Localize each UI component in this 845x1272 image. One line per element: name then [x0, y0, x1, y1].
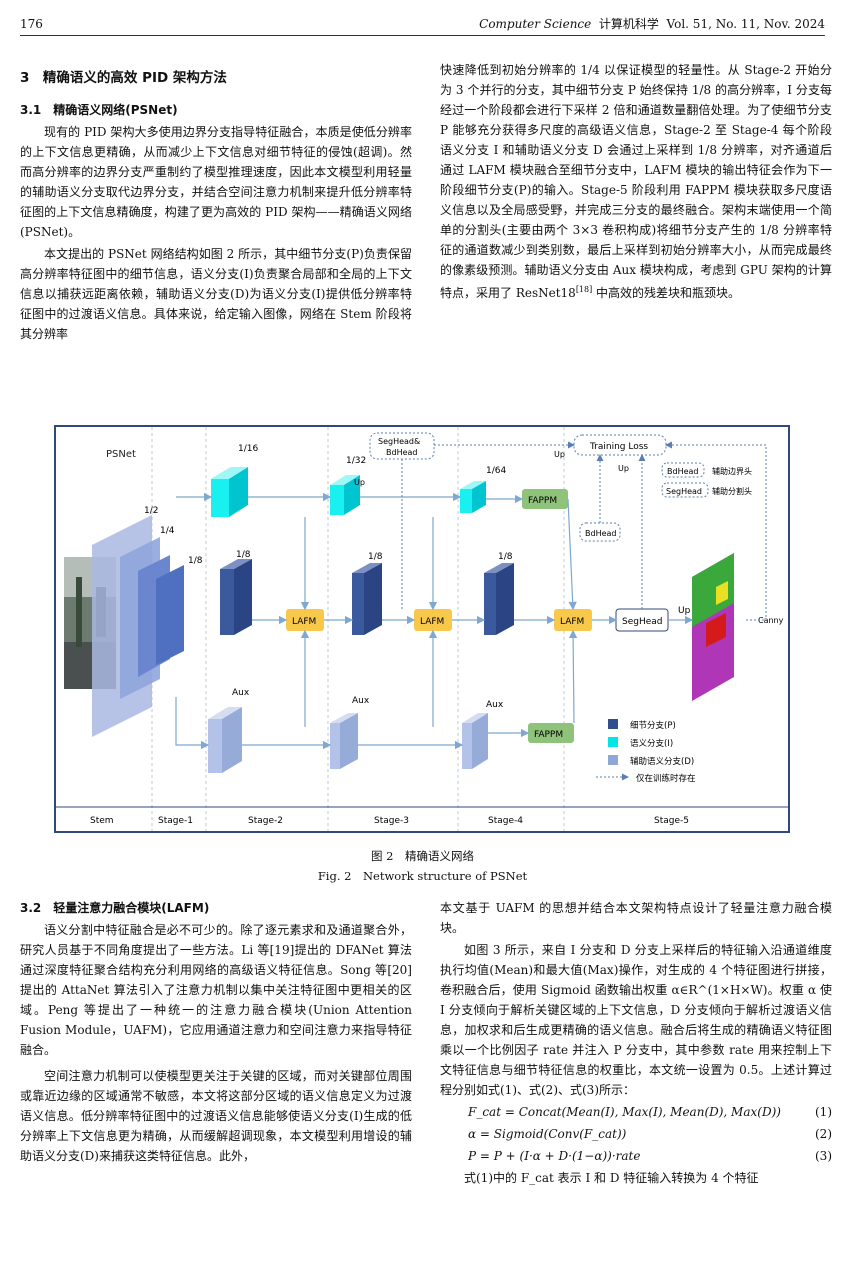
seghead-label: SegHead [622, 617, 663, 627]
up-label: Up [554, 450, 565, 459]
legend-swatch-semantic [608, 737, 618, 747]
seghead-bdhead-label: SegHead& [378, 437, 420, 446]
res-label: 1/32 [346, 456, 366, 466]
subsection-title: 3.1 精确语义网络(PSNet) [20, 103, 178, 117]
res-label: 1/64 [486, 466, 506, 476]
legend-swatch-detail [608, 719, 618, 729]
legend-label: 辅助语义分支(D) [630, 756, 694, 767]
legend-bdhead-desc: 辅助边界头 [712, 466, 752, 476]
figure-psnet: PSNet 1/2 1/4 1/8 [54, 425, 790, 833]
volume-info: Vol. 51, No. 11, Nov. 2024 [666, 17, 825, 31]
fappm-label: FAPPM [528, 496, 557, 506]
psnet-label: PSNet [106, 449, 136, 460]
legend-label: 语义分支(I) [630, 738, 673, 749]
svg-text:Stage-1: Stage-1 [158, 816, 193, 826]
running-header: 176 Computer Science 计算机科学 Vol. 51, No. … [20, 14, 825, 36]
svg-text:Stage-5: Stage-5 [654, 816, 689, 826]
left-column-bottom: 3.2 轻量注意力融合模块(LAFM) 语义分割中特征融合是必不可少的。除了逐元… [20, 898, 412, 1168]
svg-text:Stage-2: Stage-2 [248, 816, 283, 826]
paragraph: 如图 3 所示，来自 I 分支和 D 分支上采样后的特征输入沿通道维度执行均值(… [440, 943, 832, 1097]
aux-label: Aux [232, 688, 250, 698]
paragraph: 现有的 PID 架构大多使用边界分支指导特征融合，本质是使低分辨率的上下文信息更… [20, 125, 412, 239]
canny-label: Canny [758, 616, 784, 625]
svg-text:Stage-4: Stage-4 [488, 816, 523, 826]
journal-cn: 计算机科学 [598, 17, 659, 31]
legend-label: 仅在训练时存在 [636, 773, 696, 784]
aux-label: Aux [352, 696, 370, 706]
res-label: 1/16 [238, 444, 258, 454]
stage-labels: Stem Stage-1 Stage-2 Stage-3 Stage-4 Sta… [90, 816, 689, 826]
network-diagram: PSNet 1/2 1/4 1/8 [56, 427, 788, 831]
lafm-label: LAFM [420, 617, 444, 627]
up-label: Up [678, 606, 691, 616]
equation-3: P = P + (I·α + D·(1−α))·rate (3) [468, 1149, 832, 1163]
legend-bdhead: BdHead [667, 467, 698, 476]
svg-text:Stem: Stem [90, 816, 114, 826]
res-label: 1/4 [160, 526, 175, 536]
up-label: Up [354, 478, 365, 487]
legend-swatch-aux [608, 755, 618, 765]
citation: [18] [575, 285, 593, 294]
res-label: 1/8 [188, 556, 203, 566]
fappm-bottom [528, 723, 574, 743]
legend-seghead-desc: 辅助分割头 [712, 486, 752, 496]
equation-1: F_cat = Concat(Mean(I), Max(I), Mean(D),… [468, 1105, 832, 1119]
legend-bdhead-box [661, 462, 705, 478]
detail-branch-blocks [220, 559, 514, 635]
page-number: 176 [20, 17, 43, 31]
lafm-label: LAFM [292, 617, 316, 627]
journal-en: Computer Science [479, 17, 592, 31]
fappm-top [522, 489, 568, 509]
legend: 细节分支(P) 语义分支(I) 辅助语义分支(D) 仅在训练时存在 [596, 719, 696, 784]
caption-cn: 图 2 精确语义网络 [371, 849, 474, 863]
res-label: 1/2 [144, 506, 158, 516]
journal-info: Computer Science 计算机科学 Vol. 51, No. 11, … [479, 14, 825, 34]
legend-label: 细节分支(P) [630, 720, 676, 731]
paragraph: 本文提出的 PSNet 网络结构如图 2 所示，其中细节分支(P)负责保留高分辨… [20, 247, 412, 341]
paragraph: 快速降低到初始分辨率的 1/4 以保证模型的轻量性。从 Stage-2 开始分为… [440, 63, 832, 300]
bdhead-label: BdHead [585, 529, 616, 538]
svg-text:Stage-3: Stage-3 [374, 816, 409, 826]
seghead-bdhead-label: BdHead [386, 448, 417, 457]
legend-seghead-box [661, 482, 709, 498]
output-segmentation [692, 553, 734, 701]
equation-2: α = Sigmoid(Conv(F_cat)) (2) [468, 1127, 832, 1141]
up-label: Up [618, 464, 629, 473]
paragraph: 空间注意力机制可以使模型更关注于关键的区域，而对关键部位周围或靠近边缘的区域通常… [20, 1069, 412, 1163]
connections [175, 492, 694, 750]
aux-label: Aux [486, 700, 504, 710]
right-column-bottom: 本文基于 UAFM 的思想并结合本文架构特点设计了轻量注意力融合模块。 如图 3… [440, 898, 832, 1190]
res-label: 1/8 [498, 552, 513, 562]
lafm-label: LAFM [560, 617, 584, 627]
left-column-top: 3 精确语义的高效 PID 架构方法 3.1 精确语义网络(PSNet) 现有的… [20, 68, 412, 346]
lafm-modules [286, 609, 592, 631]
fappm-label: FAPPM [534, 730, 563, 740]
semantic-branch-blocks [211, 467, 486, 517]
paragraph: 语义分割中特征融合是必不可少的。除了逐元素求和及通道聚合外，研究人员基于不同角度… [20, 923, 412, 1057]
training-only-connections [401, 441, 767, 621]
section-title: 3 精确语义的高效 PID 架构方法 [20, 70, 227, 86]
training-loss-label: Training Loss [589, 442, 648, 452]
right-column-top: 快速降低到初始分辨率的 1/4 以保证模型的轻量性。从 Stage-2 开始分为… [440, 60, 832, 305]
legend-seghead: SegHead [666, 487, 702, 496]
aux-branch-blocks [208, 707, 488, 773]
stem-layers [92, 515, 184, 737]
training-loss-box [573, 434, 667, 456]
paragraph: 本文基于 UAFM 的思想并结合本文架构特点设计了轻量注意力融合模块。 [440, 901, 832, 935]
caption-en: Fig. 2 Network structure of PSNet [317, 869, 528, 883]
paragraph: 式(1)中的 F_cat 表示 I 和 D 特征输入转换为 4 个特征 [464, 1171, 759, 1185]
res-label: 1/8 [236, 550, 251, 560]
res-label: 1/8 [368, 552, 383, 562]
subsection-title: 3.2 轻量注意力融合模块(LAFM) [20, 901, 210, 915]
